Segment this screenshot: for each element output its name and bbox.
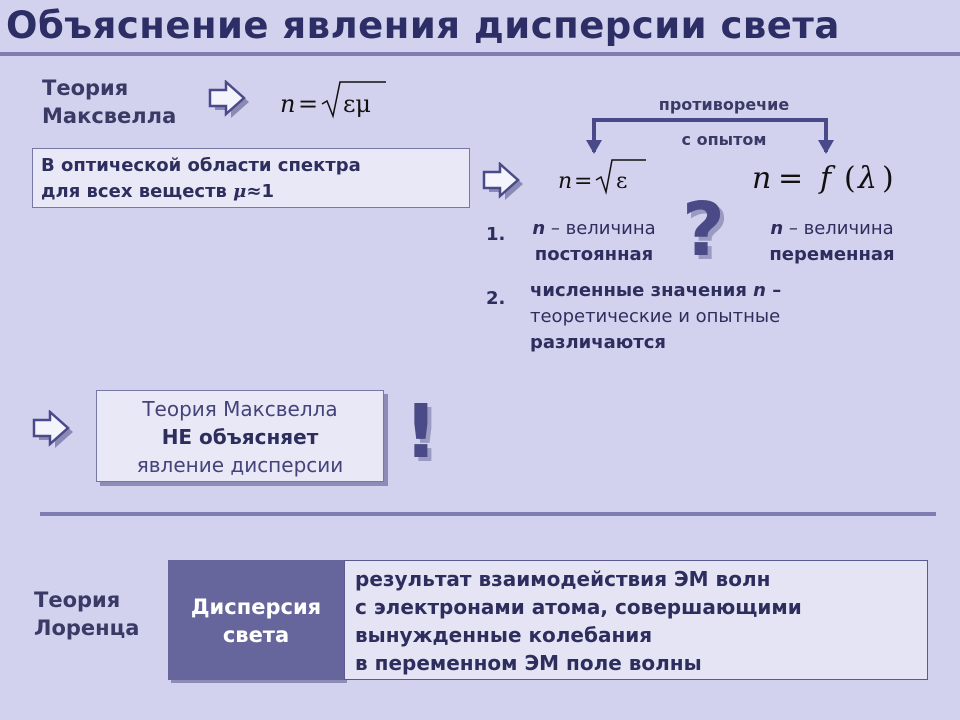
contradiction-label-line1: противоречие	[658, 95, 790, 114]
formula-n: n	[280, 90, 295, 118]
conclusion-line2: НЕ объясняет	[161, 425, 319, 449]
arrow-right-icon	[208, 80, 249, 118]
formula-left-radicand: ε	[616, 169, 627, 194]
formula-right-lambda: λ	[857, 161, 877, 196]
point2-line2: теоретические и опытные	[530, 306, 781, 327]
formula-right-f: f	[818, 161, 836, 196]
section-divider	[40, 512, 936, 516]
definition-text: результат взаимодействия ЭМ волн с элект…	[355, 565, 802, 677]
contradiction-bracket	[586, 118, 834, 154]
point1-left-rest: – величина	[545, 218, 656, 239]
lorentz-label: Теория Лоренца	[34, 586, 139, 642]
term-line1: Дисперсия	[190, 595, 322, 619]
point1-left-n: n	[532, 218, 546, 239]
maxwell-label: Теория Максвелла	[42, 74, 176, 130]
point1-right-rest: – величина	[783, 218, 894, 239]
sqrt-icon	[595, 159, 646, 195]
point2-text: численные значения n – теоретические и о…	[530, 278, 781, 356]
exclamation-icon: !	[404, 389, 438, 475]
point1-number: 1.	[486, 224, 506, 245]
arrow-down-icon	[586, 140, 602, 154]
page-title: Объяснение явления дисперсии света	[6, 4, 840, 47]
conclusion-box: Теория Максвелла НЕ объясняет явление ди…	[96, 390, 384, 482]
question-mark-icon: ?	[682, 187, 725, 273]
formula-radicand: εμ	[343, 90, 371, 118]
point1-right: n – величина переменная	[752, 216, 912, 268]
formula-left-n: n	[558, 169, 572, 194]
maxwell-label-line1: Теория	[42, 76, 129, 100]
formula-eq: =	[298, 90, 318, 118]
formula-left: n = ε	[558, 159, 646, 195]
definition-line4: в переменном ЭМ поле волны	[355, 651, 702, 675]
optical-note-box: В оптической области спектра для всех ве…	[32, 148, 470, 208]
point2-line1-n: n	[753, 280, 766, 301]
lorentz-label-line1: Теория	[34, 588, 121, 612]
maxwell-formula: n = εμ	[280, 81, 386, 119]
formula-right: n = f ( λ )	[752, 161, 894, 196]
point1-right-line2: переменная	[769, 244, 895, 265]
optical-note-prefix: для всех веществ	[41, 181, 227, 202]
formula-right-n: n	[752, 161, 771, 196]
formula-left-eq: =	[574, 169, 592, 194]
conclusion-line1: Теория Максвелла	[142, 397, 338, 421]
arrow-right-icon	[482, 162, 523, 200]
optical-note-approx: ≈1	[246, 181, 274, 202]
point1-left-line2: постоянная	[534, 244, 654, 265]
definition-line3: вынужденные колебания	[355, 623, 653, 647]
point2-line1-suffix: –	[765, 280, 782, 301]
contradiction-label-line2: с опытом	[681, 130, 767, 149]
arrow-right-icon	[32, 410, 73, 448]
point1-right-n: n	[770, 218, 784, 239]
optical-note-line2: для всех веществ μ≈1	[41, 179, 274, 205]
title-underline	[0, 52, 960, 56]
point2-number: 2.	[486, 288, 506, 309]
formula-right-close: )	[882, 161, 894, 196]
lorentz-label-line2: Лоренца	[34, 616, 140, 640]
definition-line2: с электронами атома, совершающими	[355, 595, 802, 619]
definition-box: результат взаимодействия ЭМ волн с элект…	[344, 560, 928, 680]
point2-line1-prefix: численные значения	[530, 280, 754, 301]
maxwell-label-line2: Максвелла	[42, 104, 177, 128]
optical-note-mu: μ	[233, 181, 247, 202]
point2-line3: различаются	[530, 332, 666, 353]
formula-right-eq: =	[778, 161, 803, 196]
term-box: Дисперсия света	[168, 560, 344, 680]
sqrt-icon	[321, 81, 386, 119]
definition-line1: результат взаимодействия ЭМ волн	[355, 567, 771, 591]
optical-note-line1: В оптической области спектра	[41, 155, 361, 176]
conclusion-line3: явление дисперсии	[136, 453, 344, 477]
term-line2: света	[222, 623, 290, 647]
arrow-down-icon	[818, 140, 834, 154]
formula-right-open: (	[844, 161, 856, 196]
point1-left: n – величина постоянная	[516, 216, 672, 268]
